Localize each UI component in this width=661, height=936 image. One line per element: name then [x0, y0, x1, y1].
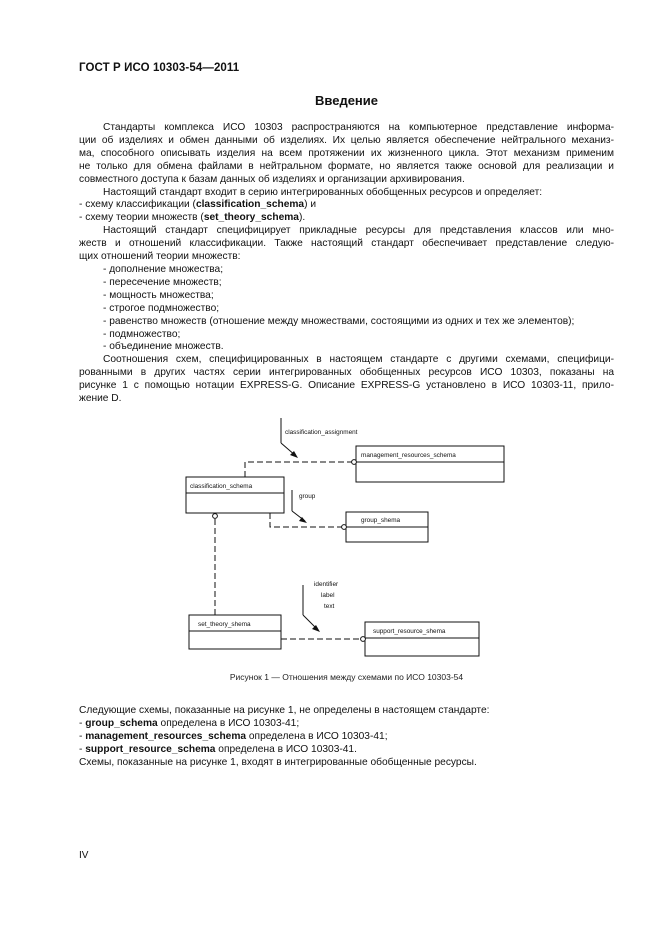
set-theory-schema-box: [188, 614, 282, 650]
list-item: - схему классификации (classification_sc…: [79, 199, 317, 211]
box-label-support: support_resource_shema: [373, 628, 446, 635]
schema-name: management_resources_schema: [85, 730, 247, 742]
classification-schema-box: [185, 476, 285, 514]
intro-text: Стандарты комплекса ИСО 10303 распростра…: [79, 122, 614, 406]
paragraph-line: жение D.: [79, 393, 122, 405]
schema-name: support_resource_schema: [85, 743, 216, 755]
list-item: - строгое подмножество;: [103, 302, 220, 314]
list-item: - мощность множества;: [103, 289, 214, 301]
list-item: - group_schema определена в ИСО 10303-41…: [79, 717, 300, 729]
section-title: Введение: [315, 93, 378, 108]
list-item: - дополнение множества;: [103, 263, 224, 275]
schema-name: set_theory_schema: [203, 212, 299, 224]
paragraph-line: щих отношений теории множеств:: [79, 251, 241, 263]
figure-caption: Рисунок 1 — Отношения между схемами по И…: [229, 672, 464, 682]
paragraph-line: рисунке 1 с помощью нотации EXPRESS-G. О…: [79, 380, 614, 392]
list-item: - равенство множеств (отношение между мн…: [103, 315, 575, 327]
label-identifier: identifier: [314, 581, 339, 588]
page-number: IV: [79, 850, 89, 861]
box-label-set-theory: set_theory_shema: [198, 621, 251, 628]
standard-header: ГОСТ Р ИСО 10303-54—2011: [79, 62, 240, 74]
label-label: label: [321, 592, 335, 599]
list-item: - подмножество;: [103, 328, 181, 340]
paragraph-line: рованными в других частях серии интегрир…: [79, 367, 614, 379]
paragraph-line: Стандарты комплекса ИСО 10303 распростра…: [103, 122, 614, 133]
label-group: group: [299, 493, 316, 500]
paragraph-line: ма, способного описывать изделия на всем…: [79, 147, 614, 159]
schema-name: classification_schema: [195, 199, 305, 211]
box-label-group: group_shema: [361, 517, 401, 524]
paragraph-line: Схемы, показанные на рисунке 1, входят в…: [79, 756, 477, 768]
paragraph-line: Соотношения схем, специфицированных в на…: [103, 354, 614, 366]
list-item: - пересечение множеств;: [103, 276, 222, 288]
box-label-management: management_resources_schema: [361, 452, 456, 459]
list-item: - support_resource_schema определена в И…: [79, 743, 357, 755]
management-resources-box: [355, 445, 505, 483]
paragraph-line: не только для обмена файлами в нейтральн…: [79, 160, 614, 172]
paragraph-line: ции об изделиях и обмен данными об издел…: [79, 134, 614, 146]
paragraph-line: Настоящий стандарт входит в серию интегр…: [103, 186, 543, 198]
schema-name: group_schema: [85, 717, 158, 729]
list-item: - management_resources_schema определена…: [79, 730, 388, 742]
list-item: - схему теории множеств (set_theory_sche…: [79, 212, 306, 224]
arrowheads: [290, 451, 320, 632]
dashed-connectors: [214, 461, 361, 640]
list-item: - объединение множеств.: [103, 341, 224, 353]
paragraph-line: Настоящий стандарт специфицирует приклад…: [103, 225, 614, 237]
label-text: text: [324, 603, 335, 610]
paragraph-line: Следующие схемы, показанные на рисунке 1…: [79, 705, 490, 716]
paragraph-line: совместного доступа к базам данных об из…: [79, 173, 465, 185]
after-figure-text: Следующие схемы, показанные на рисунке 1…: [79, 705, 614, 770]
paragraph-line: жеств и отношений классификации. Также н…: [79, 238, 614, 250]
label-classification-assignment: classification_assignment: [285, 429, 358, 436]
box-label-classification: classification_schema: [190, 483, 253, 490]
